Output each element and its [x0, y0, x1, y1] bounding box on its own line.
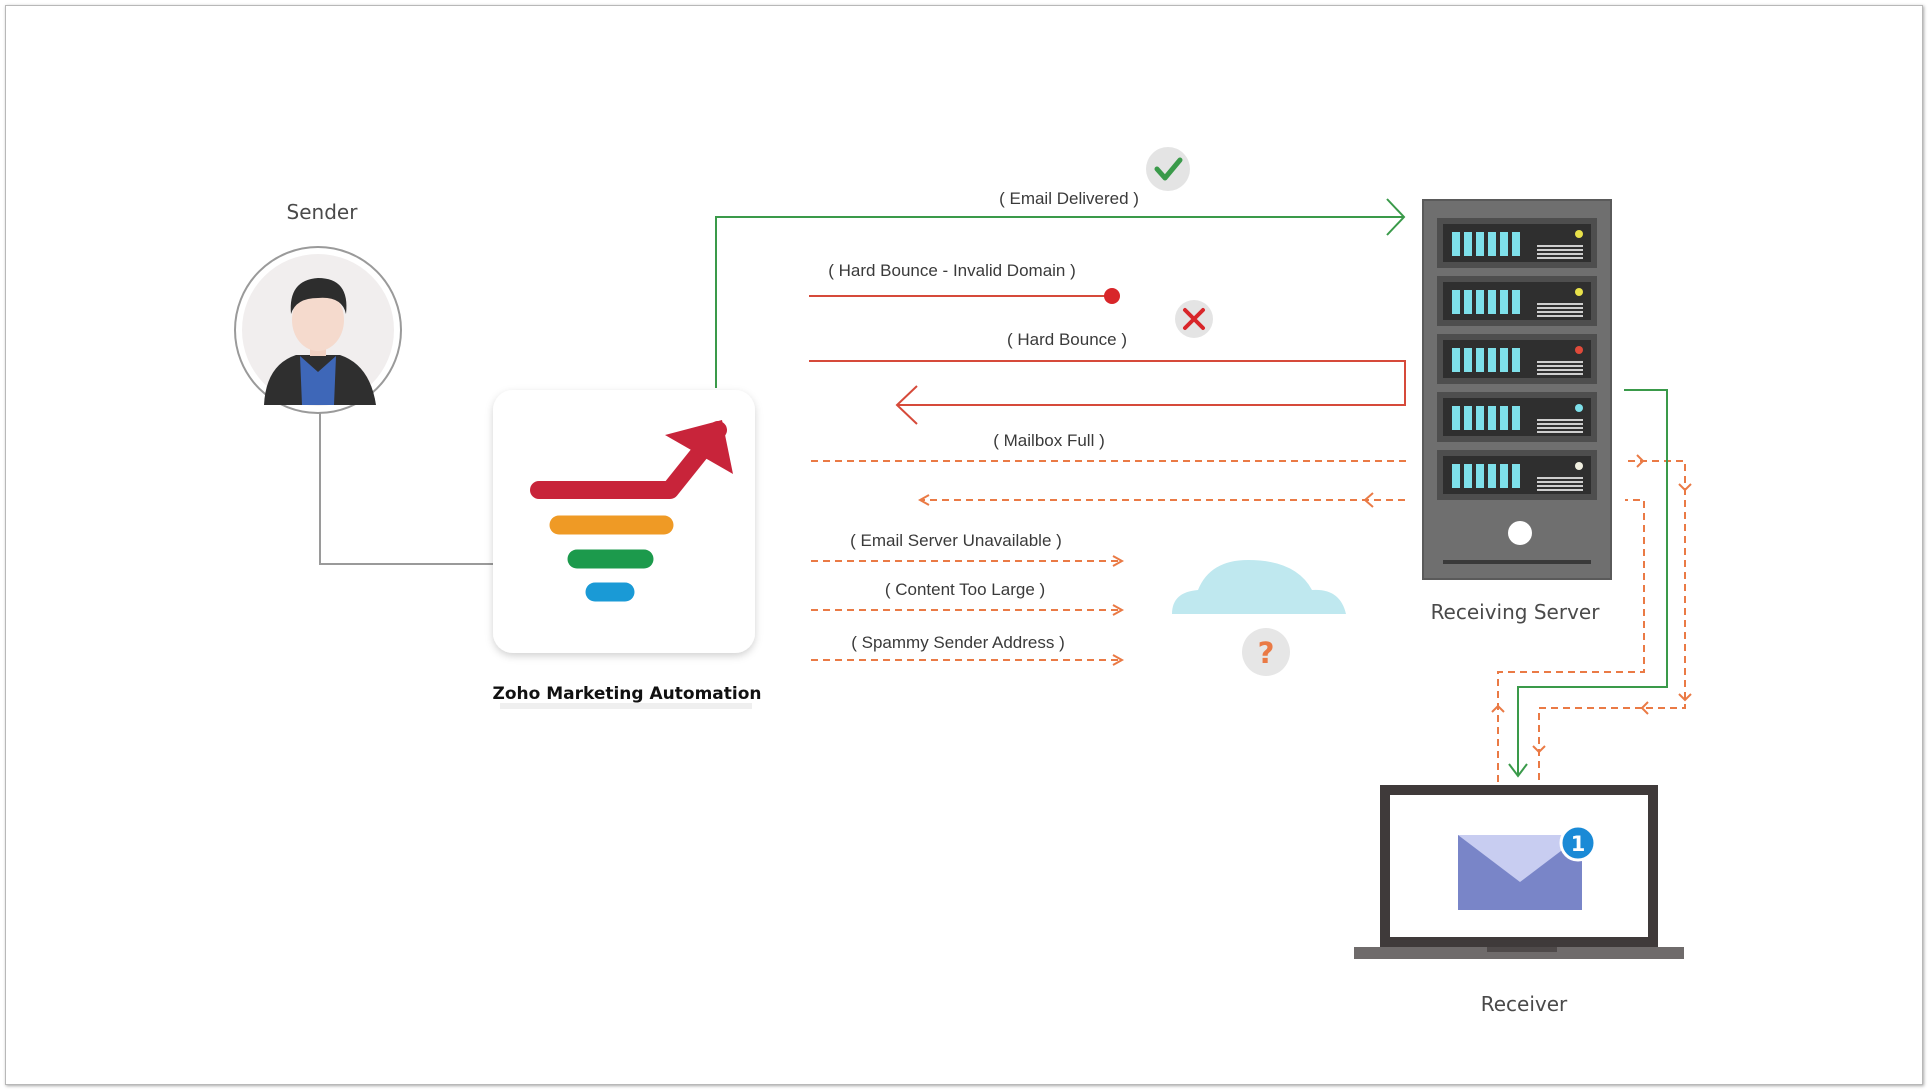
server-label: Receiving Server [1431, 600, 1601, 624]
delivered-label: ( Email Delivered ) [999, 189, 1139, 208]
server-unit [1437, 392, 1597, 442]
loop-chevron-right [1636, 454, 1645, 468]
zoho-logo [530, 420, 733, 602]
server-disk [1500, 348, 1508, 372]
cloud-icon [1172, 560, 1346, 614]
server-unit [1437, 334, 1597, 384]
server-disk [1512, 232, 1520, 256]
server-disk [1488, 232, 1496, 256]
cross-icon [1175, 300, 1213, 338]
laptop-hinge [1487, 947, 1557, 952]
sender-label: Sender [287, 200, 359, 224]
server-disk [1500, 290, 1508, 314]
server-disk [1512, 464, 1520, 488]
delivered-line [715, 216, 1404, 388]
server-disk [1500, 464, 1508, 488]
sender-node: Sender [234, 200, 402, 414]
server-disk [1488, 406, 1496, 430]
notification-count: 1 [1571, 832, 1586, 856]
server-disk [1452, 464, 1460, 488]
server-disk [1452, 348, 1460, 372]
server-to-receiver-flows [1491, 389, 1692, 782]
server-disk [1464, 290, 1472, 314]
platform-label: Zoho Marketing Automation [493, 684, 762, 704]
flow-invalid-domain: ( Hard Bounce - Invalid Domain ) [809, 261, 1120, 304]
envelope-icon [1458, 835, 1582, 910]
server-disk [1452, 232, 1460, 256]
server-disk [1488, 464, 1496, 488]
spammy-label: ( Spammy Sender Address ) [851, 633, 1065, 652]
server-disk [1512, 348, 1520, 372]
server-disk [1476, 290, 1484, 314]
server-unit [1437, 218, 1597, 268]
up-chevron [1491, 704, 1505, 713]
mailbox-full-loop-line [1628, 460, 1686, 709]
server-disk [1500, 232, 1508, 256]
question-mark: ? [1258, 636, 1275, 670]
receiver-label: Receiver [1481, 992, 1568, 1016]
question-icon: ? [1242, 628, 1290, 676]
sender-connector [319, 413, 493, 565]
server-disk [1476, 406, 1484, 430]
delivery-to-receiver-arrowhead [1508, 763, 1528, 778]
content-large-label: ( Content Too Large ) [885, 580, 1045, 599]
server-disk [1464, 232, 1472, 256]
server-disk [1476, 464, 1484, 488]
platform-node: Zoho Marketing Automation [493, 390, 762, 709]
server-led [1575, 288, 1583, 296]
server-units [1437, 218, 1597, 500]
server-led [1575, 346, 1583, 354]
loop-chevron-down-1 [1678, 483, 1692, 492]
server-unit [1437, 276, 1597, 326]
server-led [1575, 230, 1583, 238]
server-disk [1488, 348, 1496, 372]
server-node: Receiving Server [1422, 199, 1612, 624]
check-icon [1146, 147, 1190, 191]
flow-spammy: ( Spammy Sender Address ) [811, 633, 1122, 660]
server-disk [1476, 232, 1484, 256]
hard-bounce-arrowhead [895, 385, 918, 425]
server-disk [1452, 406, 1460, 430]
delivery-to-receiver-line [1517, 389, 1668, 775]
server-power-button [1508, 521, 1532, 545]
server-unavailable-label: ( Email Server Unavailable ) [850, 531, 1062, 550]
server-disk [1464, 406, 1472, 430]
flow-content-large: ( Content Too Large ) [811, 580, 1122, 610]
server-disk [1512, 406, 1520, 430]
receiver-node: 1 Receiver [1354, 785, 1684, 1016]
server-disk [1464, 464, 1472, 488]
server-disk [1500, 406, 1508, 430]
flow-hard-bounce: ( Hard Bounce ) [809, 330, 1406, 425]
server-led [1575, 404, 1583, 412]
sender-avatar [242, 254, 394, 406]
server-led [1575, 462, 1583, 470]
server-vent [1443, 560, 1591, 564]
platform-label-underline [500, 703, 752, 709]
receiver-return-line [1497, 499, 1645, 782]
hard-bounce-label: ( Hard Bounce ) [1007, 330, 1127, 349]
server-unit [1437, 450, 1597, 500]
notification-badge: 1 [1559, 824, 1597, 862]
server-disk [1512, 290, 1520, 314]
loop-chevron-down-2 [1678, 693, 1692, 702]
server-disk [1464, 348, 1472, 372]
server-disk [1452, 290, 1460, 314]
delivered-arrowhead [1386, 198, 1406, 236]
flow-mailbox-full: ( Mailbox Full ) [811, 431, 1406, 508]
server-disk [1476, 348, 1484, 372]
mailbox-full-label: ( Mailbox Full ) [993, 431, 1104, 450]
flow-server-unavailable: ( Email Server Unavailable ) [811, 531, 1122, 561]
down-chevron [1532, 745, 1546, 754]
server-disk [1488, 290, 1496, 314]
mailbox-full-down-line [1538, 707, 1642, 782]
mailbox-full-return-chevron [1363, 492, 1374, 508]
laptop-base [1354, 947, 1684, 959]
flow-delivered: ( Email Delivered ) [715, 147, 1406, 388]
invalid-domain-label: ( Hard Bounce - Invalid Domain ) [828, 261, 1076, 280]
hard-bounce-line [809, 360, 1406, 406]
invalid-domain-endpoint [1104, 288, 1120, 304]
